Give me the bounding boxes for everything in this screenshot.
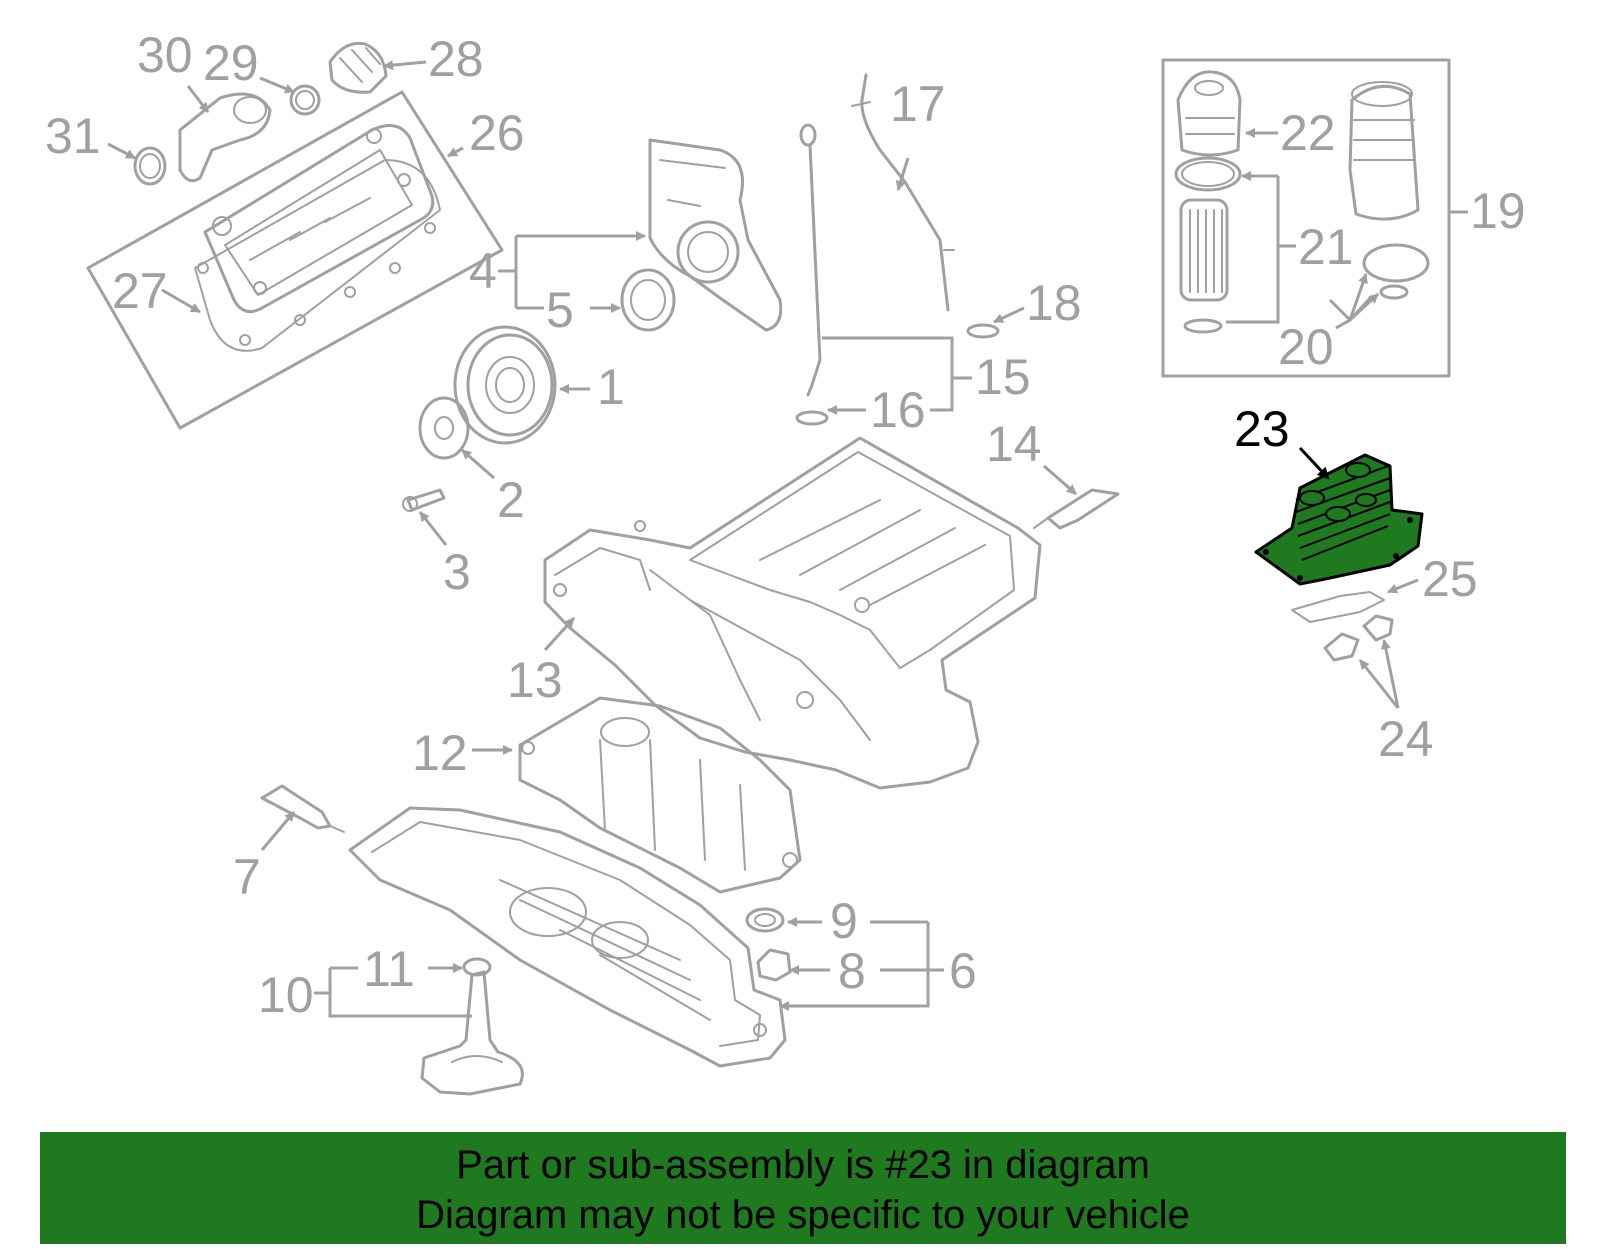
callout-26: 26 (469, 105, 525, 161)
callout-14: 14 (986, 416, 1042, 472)
callout-24: 24 (1378, 711, 1434, 767)
callout-11: 11 (363, 941, 415, 997)
filter-group-box (1161, 58, 1451, 378)
drain-plug-washer (745, 907, 785, 933)
callout-5: 5 (546, 282, 574, 338)
dipstick (799, 123, 822, 397)
cooler-gasket (1291, 591, 1385, 623)
callout-7: 7 (233, 849, 261, 905)
callout-23-highlighted: 23 (1234, 401, 1290, 457)
dipstick-tube (851, 73, 955, 312)
upper-oil-pan (543, 436, 1042, 790)
callout-labels: 1 2 3 4 5 6 7 8 9 10 11 12 13 14 15 16 1… (45, 27, 1526, 1023)
callout-13: 13 (507, 652, 563, 708)
callout-31: 31 (45, 108, 101, 164)
leader-lines (107, 60, 1468, 1018)
callout-17: 17 (890, 76, 946, 132)
lower-oil-pan (348, 806, 787, 1068)
valve-cover (203, 124, 435, 314)
oil-filler-cap (328, 41, 388, 94)
sensor-o-ring (462, 957, 492, 977)
banner-line-2: Diagram may not be specific to your vehi… (416, 1193, 1190, 1237)
callout-12: 12 (412, 725, 468, 781)
valve-cover-group (86, 90, 504, 430)
sealant-tube-7 (260, 784, 345, 833)
callout-25: 25 (1422, 551, 1478, 607)
callout-23-arrow (1298, 446, 1330, 480)
cooler-seals (1323, 614, 1394, 662)
callout-3: 3 (443, 544, 471, 600)
callout-8: 8 (838, 943, 866, 999)
oil-cooler-highlighted (1254, 453, 1424, 586)
housing-seal-large (1362, 243, 1430, 283)
pulley-bolt (402, 488, 446, 512)
cap-seal (1174, 156, 1242, 192)
oil-filter-element (1179, 198, 1229, 302)
o-ring-16 (795, 410, 829, 426)
callout-2: 2 (497, 472, 525, 528)
seal-ring-29 (289, 84, 321, 116)
drain-plug (756, 948, 792, 982)
filter-o-ring (1183, 318, 1223, 334)
filler-neck (178, 92, 272, 183)
crankshaft-seal (620, 268, 676, 332)
callout-15: 15 (975, 349, 1031, 405)
info-banner: Part or sub-assembly is #23 in diagram D… (40, 1132, 1566, 1244)
callout-21: 21 (1298, 219, 1354, 275)
filter-housing (1348, 81, 1420, 221)
callout-27: 27 (112, 263, 168, 319)
housing-seal-small (1379, 284, 1409, 300)
oil-filter-cap (1176, 70, 1242, 157)
timing-cover (648, 138, 783, 332)
seal-ring-31 (133, 146, 167, 186)
callout-1: 1 (597, 359, 625, 415)
sealant-tube-14 (1033, 488, 1120, 530)
callout-20: 20 (1278, 319, 1334, 375)
callout-6: 6 (949, 943, 977, 999)
callout-19: 19 (1470, 183, 1526, 239)
callout-16: 16 (870, 382, 926, 438)
o-ring-18 (966, 323, 1000, 339)
callout-29: 29 (203, 35, 259, 91)
callout-10: 10 (258, 967, 314, 1023)
pulley (453, 325, 557, 445)
callout-9: 9 (830, 893, 858, 949)
callout-28: 28 (428, 31, 484, 87)
callout-30: 30 (137, 27, 193, 83)
oil-level-sensor (420, 970, 524, 1096)
valve-cover-gasket (194, 159, 441, 352)
flange-plate (418, 396, 470, 460)
callout-4: 4 (469, 243, 497, 299)
oil-baffle (518, 696, 802, 894)
callout-18: 18 (1026, 275, 1082, 331)
callout-22: 22 (1280, 105, 1336, 161)
banner-line-1: Part or sub-assembly is #23 in diagram (456, 1143, 1150, 1187)
